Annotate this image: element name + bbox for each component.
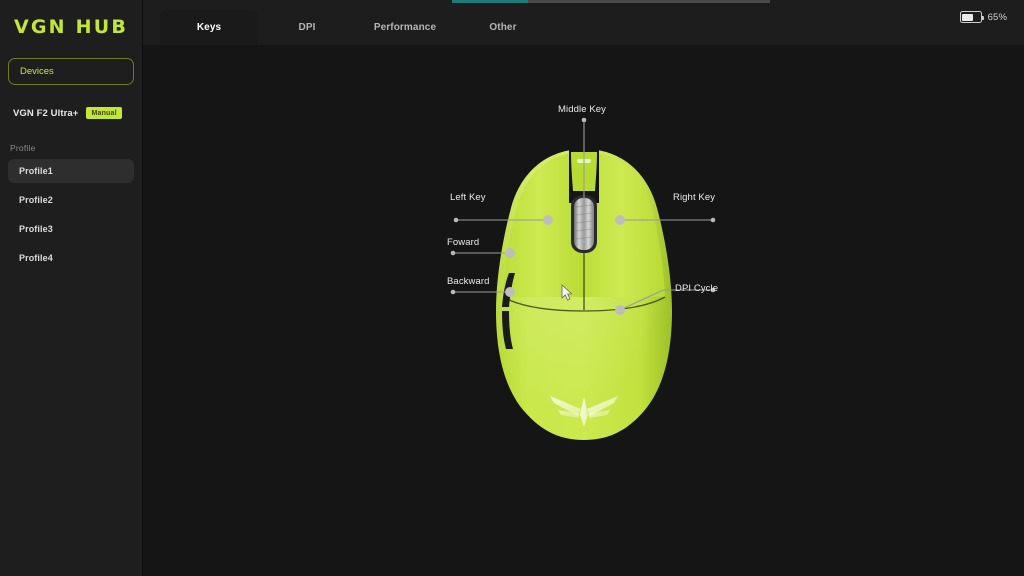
callout-anchor-dots [505,215,625,315]
profile-item-label: Profile1 [19,166,53,176]
mouse-right-button[interactable] [584,152,665,297]
devices-button[interactable]: Devices [8,58,134,85]
battery-status: 65% [959,11,1007,23]
device-name: VGN F2 Ultra+ [13,107,79,119]
tab-dpi[interactable]: DPI [258,9,356,45]
sidebar-item-profile1[interactable]: Profile1 [8,159,134,183]
callout-label-right-key: Right Key [673,192,716,203]
tab-performance[interactable]: Performance [356,9,454,45]
top-bar: Keys DPI Performance Other 65% [143,0,1024,45]
button-bottom-seam [502,296,666,312]
app-logo: VGN HUB [13,16,129,38]
mouse-cursor [561,284,573,301]
tab-other[interactable]: Other [454,9,552,45]
callout-label-foward: Foward [447,237,480,248]
profile-list: Profile1 Profile2 Profile3 Profile4 [0,159,142,270]
callout-label-middle-key: Middle Key [558,104,606,115]
tab-label: DPI [298,21,316,33]
tab-keys[interactable]: Keys [160,9,258,45]
tab-label: Performance [373,21,437,33]
sidebar: VGN HUB Devices VGN F2 Ultra+ Manual Pro… [0,0,143,576]
sidebar-item-profile4[interactable]: Profile4 [8,246,134,270]
wheel-texture [575,204,593,240]
mouse-backward-button[interactable] [502,311,513,349]
devices-button-label: Devices [20,66,54,77]
sidebar-item-profile2[interactable]: Profile2 [8,188,134,212]
battery-percent-label: 65% [987,11,1007,23]
loading-progress-bar [452,0,770,3]
scroll-wheel[interactable] [574,198,594,250]
profile-item-label: Profile2 [19,195,53,205]
battery-icon [959,11,985,23]
mouse-body-group [496,149,672,440]
mouse-left-button[interactable] [503,152,584,297]
tab-label: Keys [196,21,222,33]
device-entry[interactable]: VGN F2 Ultra+ Manual [0,107,142,119]
mouse-diagram [450,117,716,440]
device-mode-badge: Manual [86,107,122,119]
profile-section-label: Profile [10,143,36,153]
tab-label: Other [489,21,517,33]
callout-label-backward: Backward [447,276,490,287]
tab-bar: Keys DPI Performance Other [160,9,552,45]
callout-endpoints [450,117,716,295]
profile-item-label: Profile3 [19,224,53,234]
callout-label-left-key: Left Key [450,192,486,203]
loading-progress-fill [452,0,529,3]
profile-item-label: Profile4 [19,253,53,263]
sidebar-item-profile3[interactable]: Profile3 [8,217,134,241]
main-content: Middle Key Left Key Right Key Foward Bac… [143,45,1024,576]
battery-level-fill [962,13,974,21]
callout-label-dpi-cycle: DPI Cycle [675,283,719,294]
vgn-logo [550,396,618,427]
